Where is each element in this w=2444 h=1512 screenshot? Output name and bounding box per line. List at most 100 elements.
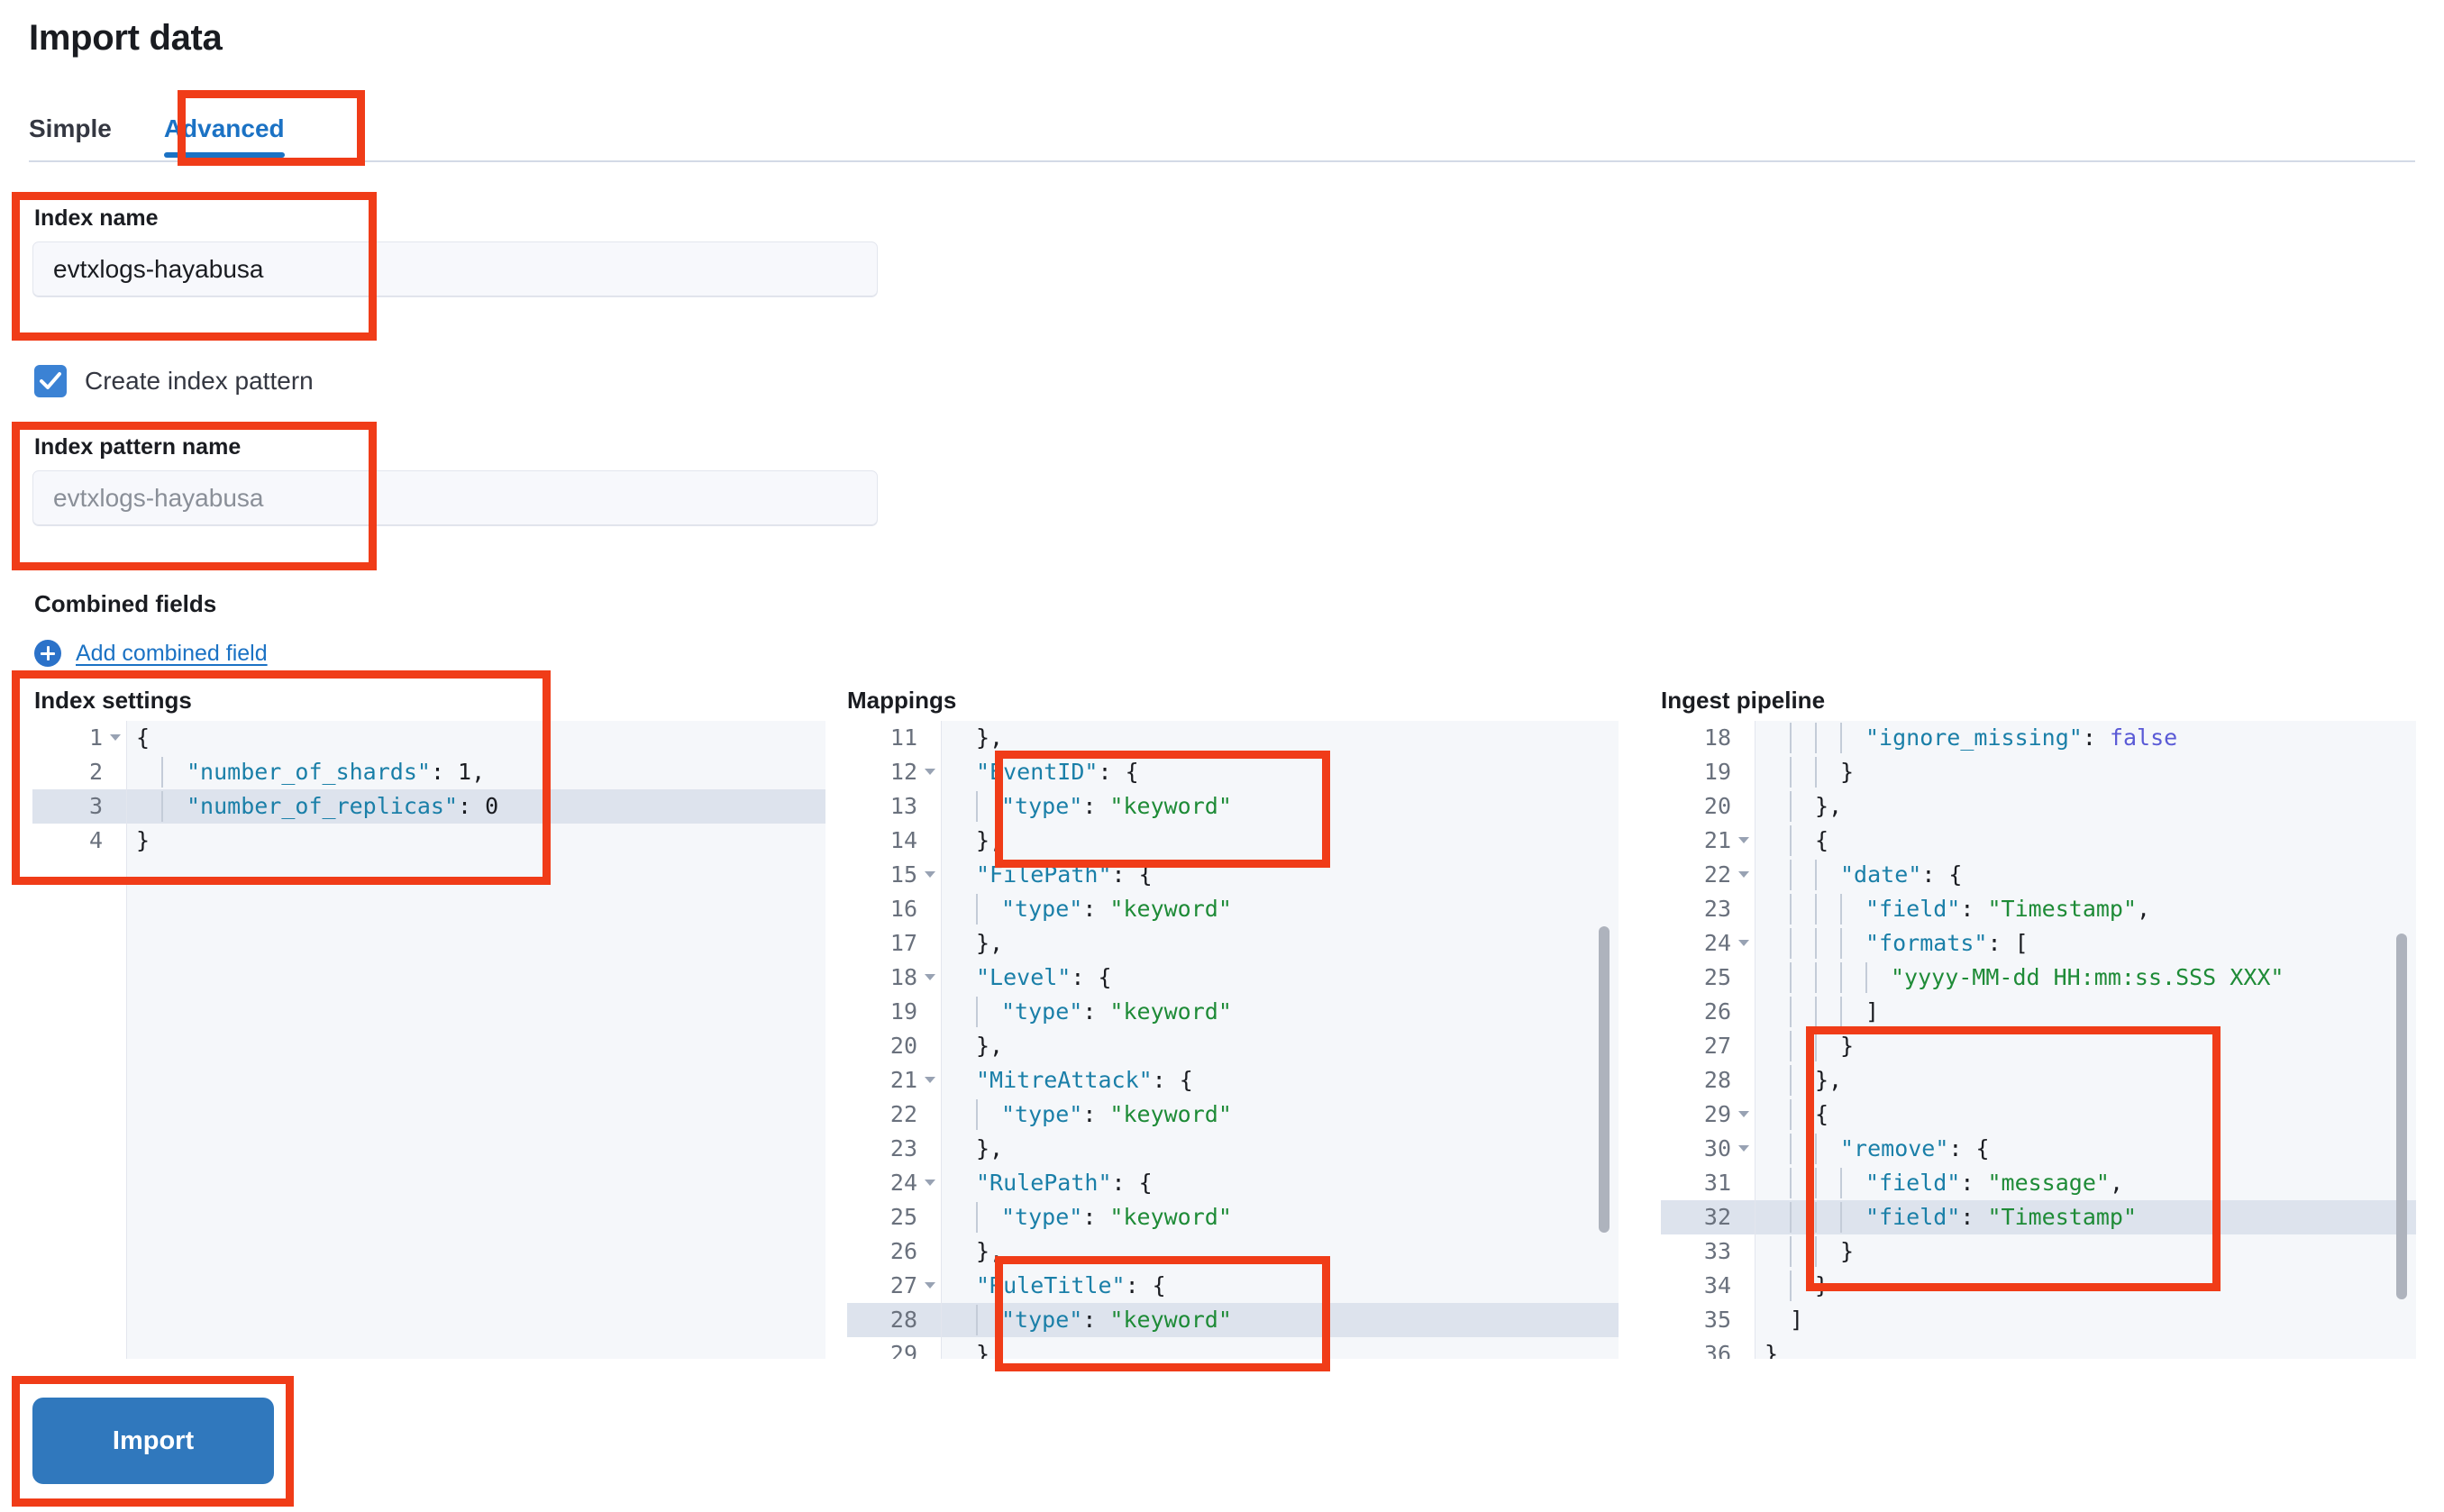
code-line[interactable]: "field": "Timestamp" — [1755, 1200, 2416, 1234]
code-line[interactable]: } — [1755, 1234, 2416, 1269]
code-line[interactable]: "date": { — [1755, 858, 2416, 892]
mappings-scrollbar[interactable] — [1599, 926, 1610, 1233]
line-number: 33 — [1703, 1238, 1731, 1264]
line-number: 32 — [1661, 1200, 1755, 1234]
code-line[interactable]: { — [136, 724, 150, 751]
code-line[interactable]: "type": "keyword" — [942, 1200, 1619, 1234]
code-line[interactable]: "number_of_replicas": 0 — [127, 789, 825, 824]
code-line[interactable]: "MitreAttack": { — [976, 1067, 1193, 1093]
code-line[interactable]: "type": "keyword" — [942, 995, 1619, 1029]
code-line[interactable]: ] — [1790, 1307, 1804, 1333]
code-line[interactable]: } — [1765, 1341, 1779, 1359]
index-name-input[interactable]: evtxlogs-hayabusa — [32, 241, 878, 297]
code-line[interactable]: "number_of_shards": 1, — [127, 755, 825, 789]
ingest-pipeline-code[interactable]: "ignore_missing": false}},{"date": {"fie… — [1755, 721, 2416, 1359]
code-line[interactable]: }, — [976, 930, 1004, 956]
index-pattern-name-label: Index pattern name — [34, 434, 242, 460]
line-number: 24 — [1661, 926, 1755, 961]
index-pattern-name-input[interactable]: evtxlogs-hayabusa — [32, 470, 878, 526]
fold-triangle-icon[interactable] — [1738, 1145, 1749, 1152]
code-line[interactable]: "field": "Timestamp", — [1755, 892, 2416, 926]
code-line[interactable]: }, — [976, 1238, 1004, 1264]
code-line[interactable]: }, — [1755, 789, 2416, 824]
fold-triangle-icon[interactable] — [925, 1282, 935, 1289]
line-number: 3 — [32, 789, 126, 824]
line-number: 20 — [1703, 793, 1731, 819]
import-button[interactable]: Import — [32, 1398, 274, 1484]
code-line[interactable]: "FilePath": { — [976, 861, 1153, 888]
combined-fields-heading: Combined fields — [34, 590, 217, 617]
fold-triangle-icon[interactable] — [925, 974, 935, 980]
line-number: 28 — [847, 1303, 941, 1337]
code-line[interactable]: "type": "keyword" — [942, 892, 1619, 926]
code-line[interactable]: } — [136, 827, 150, 853]
code-line[interactable]: "formats": [ — [1755, 926, 2416, 961]
create-index-pattern-row[interactable]: Create index pattern — [34, 365, 314, 397]
code-line[interactable]: "yyyy-MM-dd HH:mm:ss.SSS XXX" — [1755, 961, 2416, 995]
code-line[interactable]: "type": "keyword" — [942, 1303, 1619, 1337]
page-title: Import data — [29, 18, 223, 58]
code-line[interactable]: ] — [1755, 995, 2416, 1029]
line-number: 22 — [1661, 858, 1755, 892]
code-line[interactable]: }, — [976, 1135, 1004, 1161]
line-number: 15 — [847, 858, 941, 892]
code-line[interactable]: "RuleTitle": { — [976, 1272, 1166, 1298]
code-line[interactable]: "field": "message", — [1755, 1166, 2416, 1200]
fold-triangle-icon[interactable] — [1738, 871, 1749, 878]
line-number: 31 — [1703, 1170, 1731, 1196]
line-number: 4 — [88, 827, 103, 853]
line-number: 17 — [889, 930, 917, 956]
create-index-pattern-checkbox[interactable] — [34, 365, 67, 397]
code-line[interactable]: { — [1755, 1098, 2416, 1132]
code-line[interactable]: "type": "keyword" — [942, 1098, 1619, 1132]
code-line[interactable]: "remove": { — [1755, 1132, 2416, 1166]
fold-triangle-icon[interactable] — [925, 871, 935, 878]
code-line[interactable]: "ignore_missing": false — [1755, 721, 2416, 755]
tab-advanced[interactable]: Advanced — [137, 116, 312, 158]
line-number: 16 — [889, 896, 917, 922]
fold-triangle-icon[interactable] — [925, 1077, 935, 1083]
line-number: 14 — [889, 827, 917, 853]
code-line[interactable]: "RulePath": { — [976, 1170, 1153, 1196]
code-line[interactable]: } — [1755, 1029, 2416, 1063]
code-line[interactable]: "Level": { — [976, 964, 1112, 990]
check-icon — [40, 372, 61, 389]
code-line[interactable]: { — [1755, 824, 2416, 858]
line-number: 26 — [889, 1238, 917, 1264]
fold-triangle-icon[interactable] — [1738, 837, 1749, 843]
add-combined-field-link[interactable]: Add combined field — [34, 640, 268, 667]
line-number: 18 — [1703, 724, 1731, 751]
line-number: 29 — [1661, 1098, 1755, 1132]
code-line[interactable]: } — [1755, 755, 2416, 789]
index-settings-code[interactable]: { "number_of_shards": 1,"number_of_replic… — [127, 721, 825, 1359]
code-line[interactable]: }, — [976, 1341, 1004, 1359]
fold-triangle-icon[interactable] — [925, 769, 935, 775]
fold-triangle-icon[interactable] — [1738, 1111, 1749, 1117]
code-line[interactable]: "type": "keyword" — [942, 789, 1619, 824]
add-combined-field-label: Add combined field — [76, 640, 268, 666]
line-number: 23 — [1703, 896, 1731, 922]
code-line[interactable]: }, — [976, 827, 1004, 853]
index-settings-title: Index settings — [34, 687, 192, 714]
index-name-label: Index name — [34, 205, 159, 231]
code-line[interactable]: }, — [1755, 1063, 2416, 1098]
code-line[interactable]: }, — [976, 724, 1004, 751]
tab-simple[interactable]: Simple — [29, 114, 112, 142]
ingest-pipeline-scrollbar[interactable] — [2396, 934, 2407, 1299]
line-number: 19 — [1703, 759, 1731, 785]
fold-triangle-icon[interactable] — [110, 734, 121, 741]
line-number: 1 — [32, 721, 126, 755]
code-line[interactable]: "EventID": { — [976, 759, 1139, 785]
fold-triangle-icon[interactable] — [1738, 940, 1749, 946]
mappings-code[interactable]: }, "EventID": { "type": "keyword"}, "FilePa… — [942, 721, 1619, 1359]
line-number: 36 — [1703, 1341, 1731, 1359]
code-line[interactable]: } — [1755, 1269, 2416, 1303]
code-line[interactable]: }, — [976, 1033, 1004, 1059]
fold-triangle-icon[interactable] — [925, 1180, 935, 1186]
